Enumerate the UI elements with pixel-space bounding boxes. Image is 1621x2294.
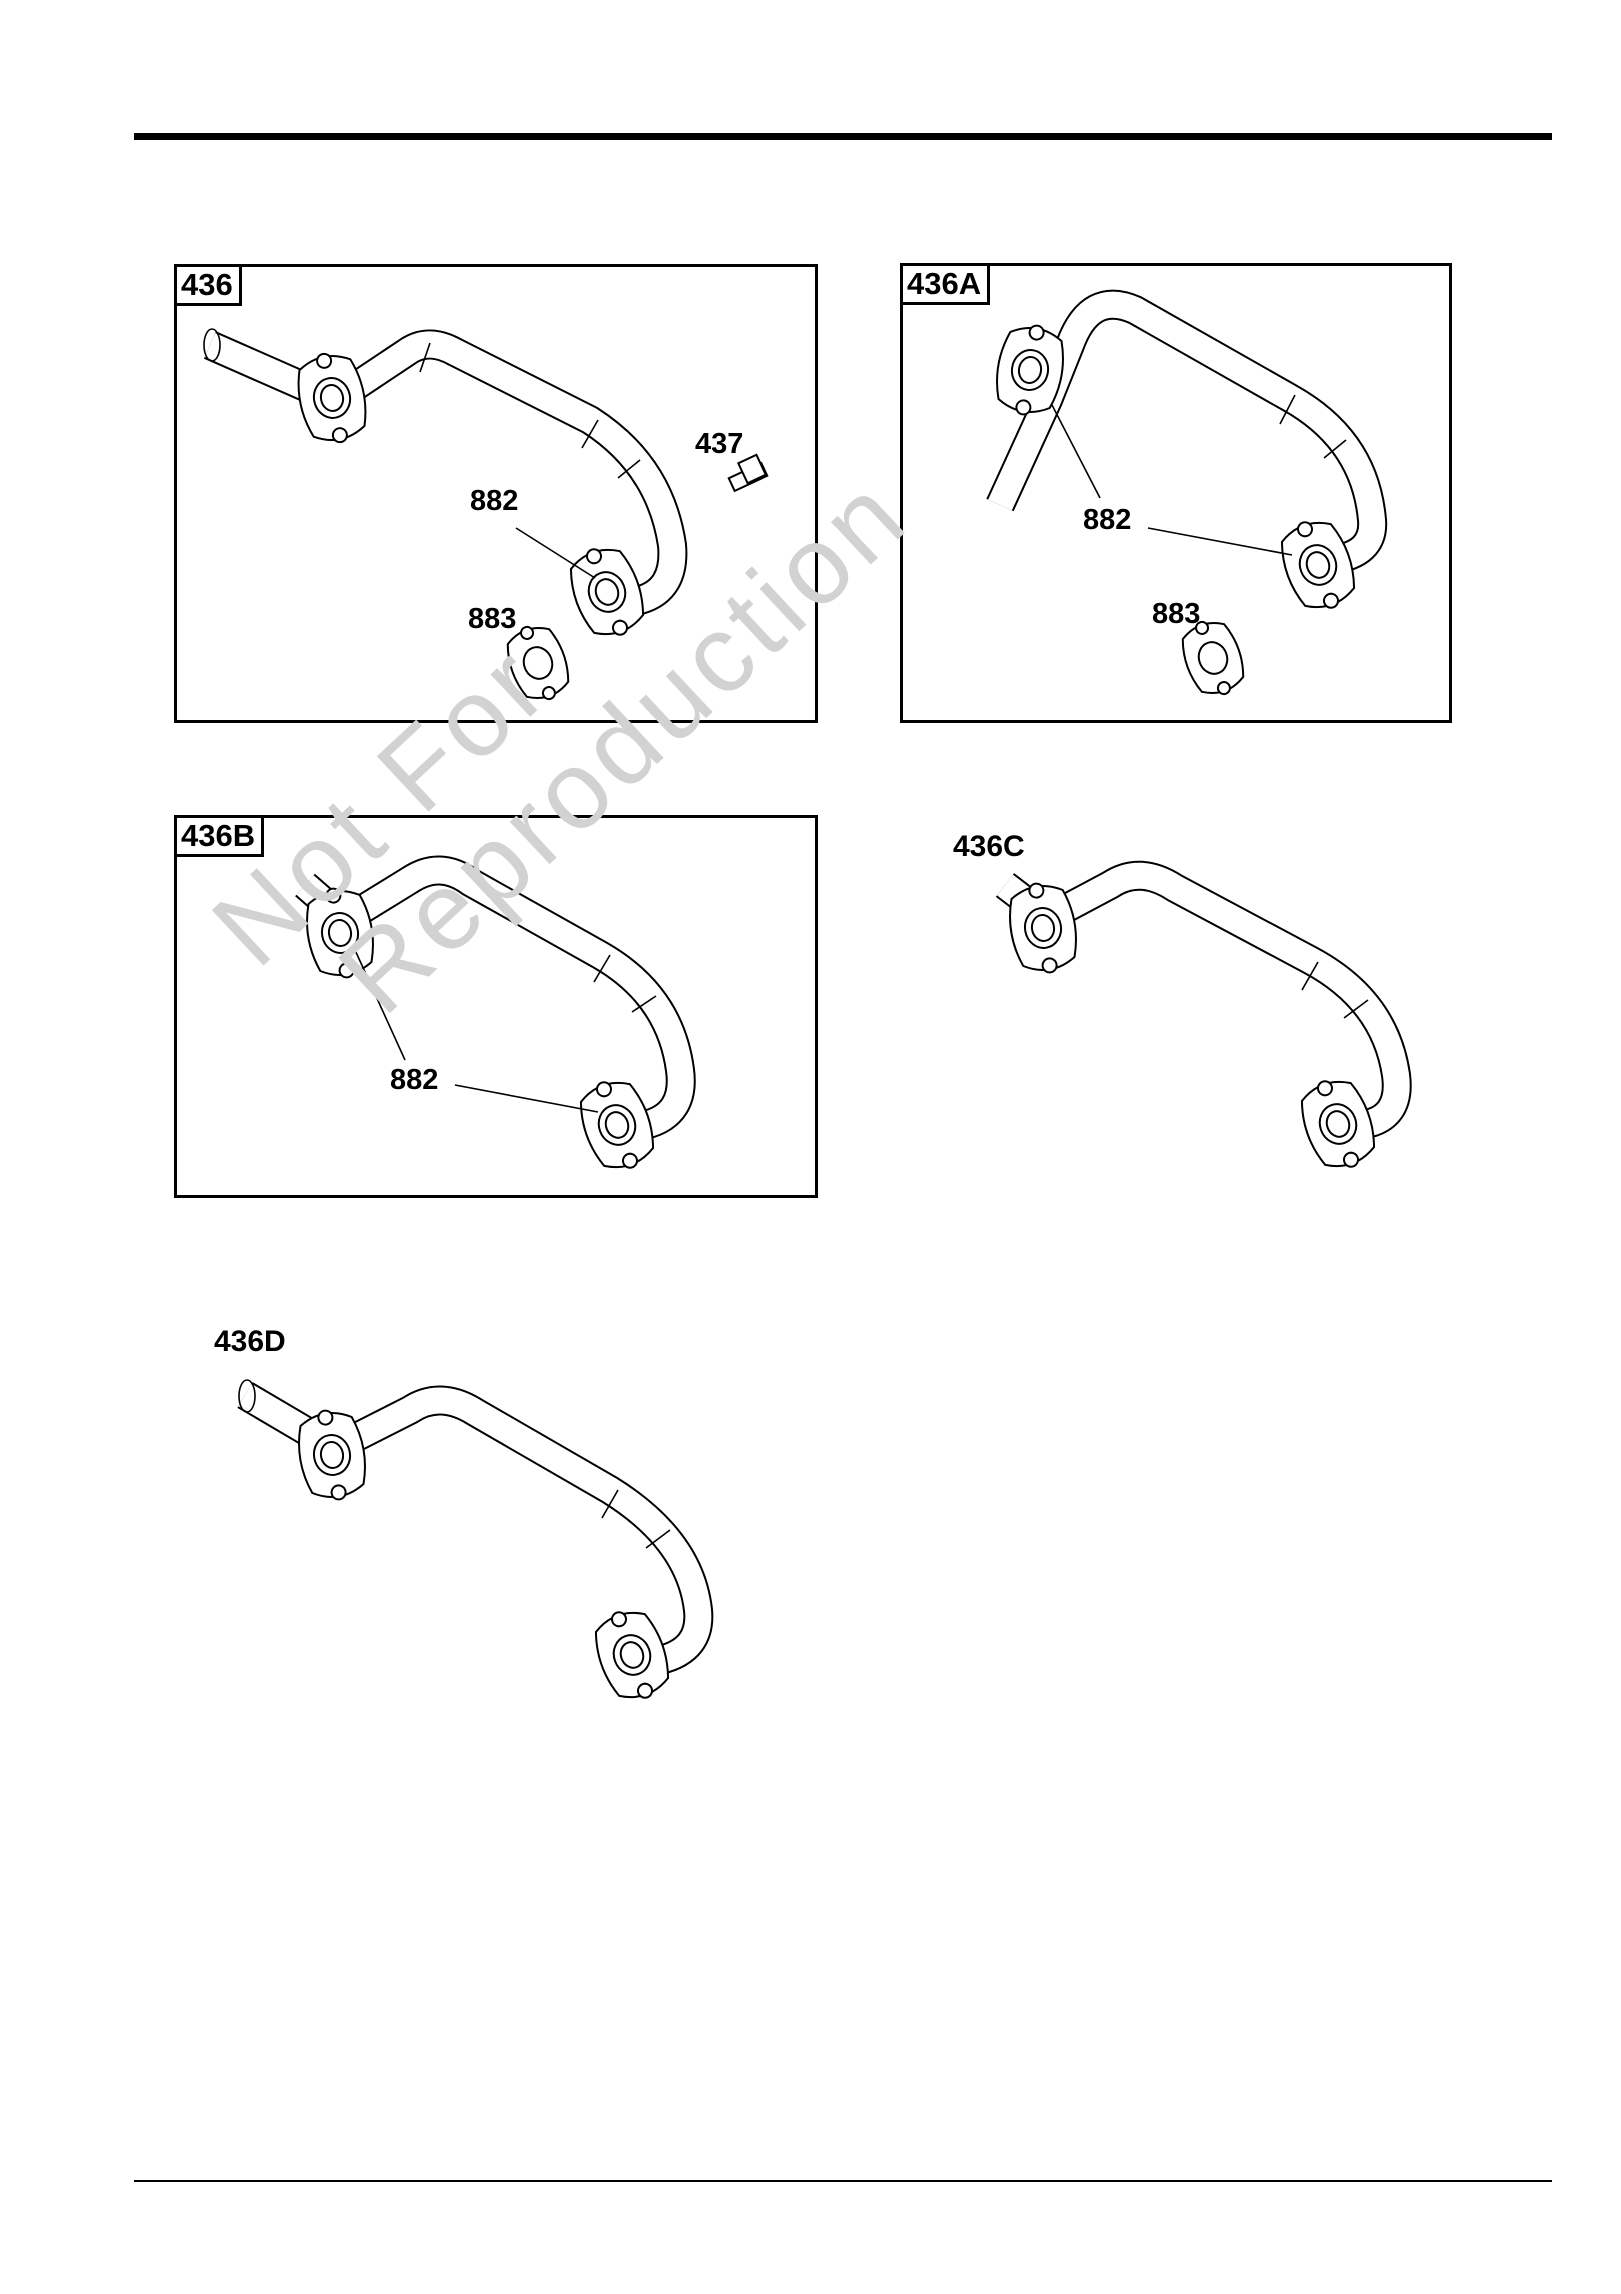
figure-tag-436c: 436C (953, 832, 1025, 862)
callout-882: 882 (470, 487, 518, 516)
callout-883: 883 (1152, 600, 1200, 629)
callout-882: 882 (390, 1066, 438, 1095)
panel-436a: 436A (900, 263, 1452, 723)
figure-tag: 436B (177, 818, 264, 857)
figure-tag-436d: 436D (214, 1327, 286, 1357)
pipe-436c (1004, 876, 1397, 1178)
figure-tag: 436A (903, 266, 990, 305)
panel-436b: 436B (174, 815, 818, 1198)
callout-882: 882 (1083, 506, 1131, 535)
pipe-436d (239, 1380, 698, 1708)
figure-tag: 436 (177, 267, 242, 306)
callout-883: 883 (468, 605, 516, 634)
callout-437: 437 (695, 430, 743, 459)
